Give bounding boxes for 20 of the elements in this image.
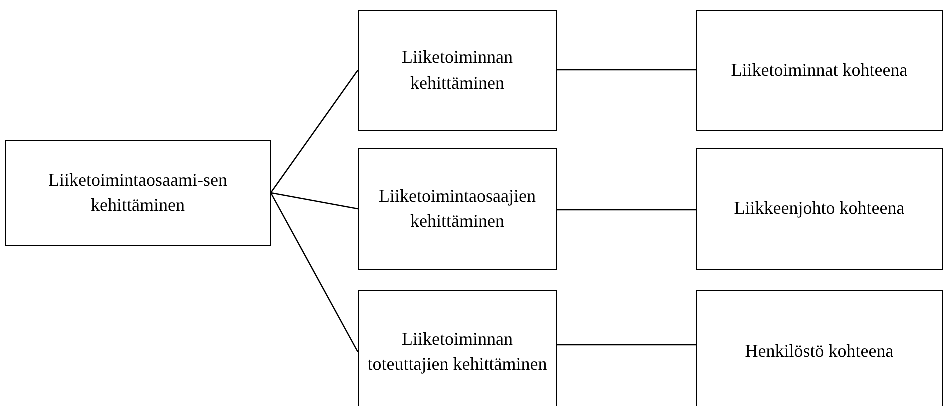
box-text: Liiketoiminnan kehittäminen bbox=[401, 46, 514, 94]
box-text: Liikkeenjohto kohteena bbox=[733, 197, 906, 220]
connector-line bbox=[557, 209, 696, 211]
text-box bbox=[696, 148, 943, 270]
box-text: Liiketoiminnan toteuttajien kehittäminen bbox=[366, 328, 548, 376]
box-text: Henkilöstö kohteena bbox=[744, 340, 895, 364]
connector-line bbox=[557, 69, 696, 71]
text-box bbox=[358, 10, 557, 131]
box-text: Liiketoimintaosaajien kehittäminen bbox=[378, 184, 537, 233]
text-box bbox=[5, 140, 271, 246]
box-text: Liiketoimintaosaami-sen kehittäminen bbox=[48, 168, 228, 217]
connector-line bbox=[270, 70, 359, 194]
text-box bbox=[696, 290, 943, 406]
text-box bbox=[358, 290, 557, 406]
box-text: Liiketoiminnat kohteena bbox=[730, 58, 909, 82]
text-box bbox=[358, 148, 557, 270]
connector-line bbox=[270, 192, 359, 352]
connector-line bbox=[557, 344, 696, 346]
connector-line bbox=[270, 192, 358, 210]
text-box bbox=[696, 10, 943, 131]
